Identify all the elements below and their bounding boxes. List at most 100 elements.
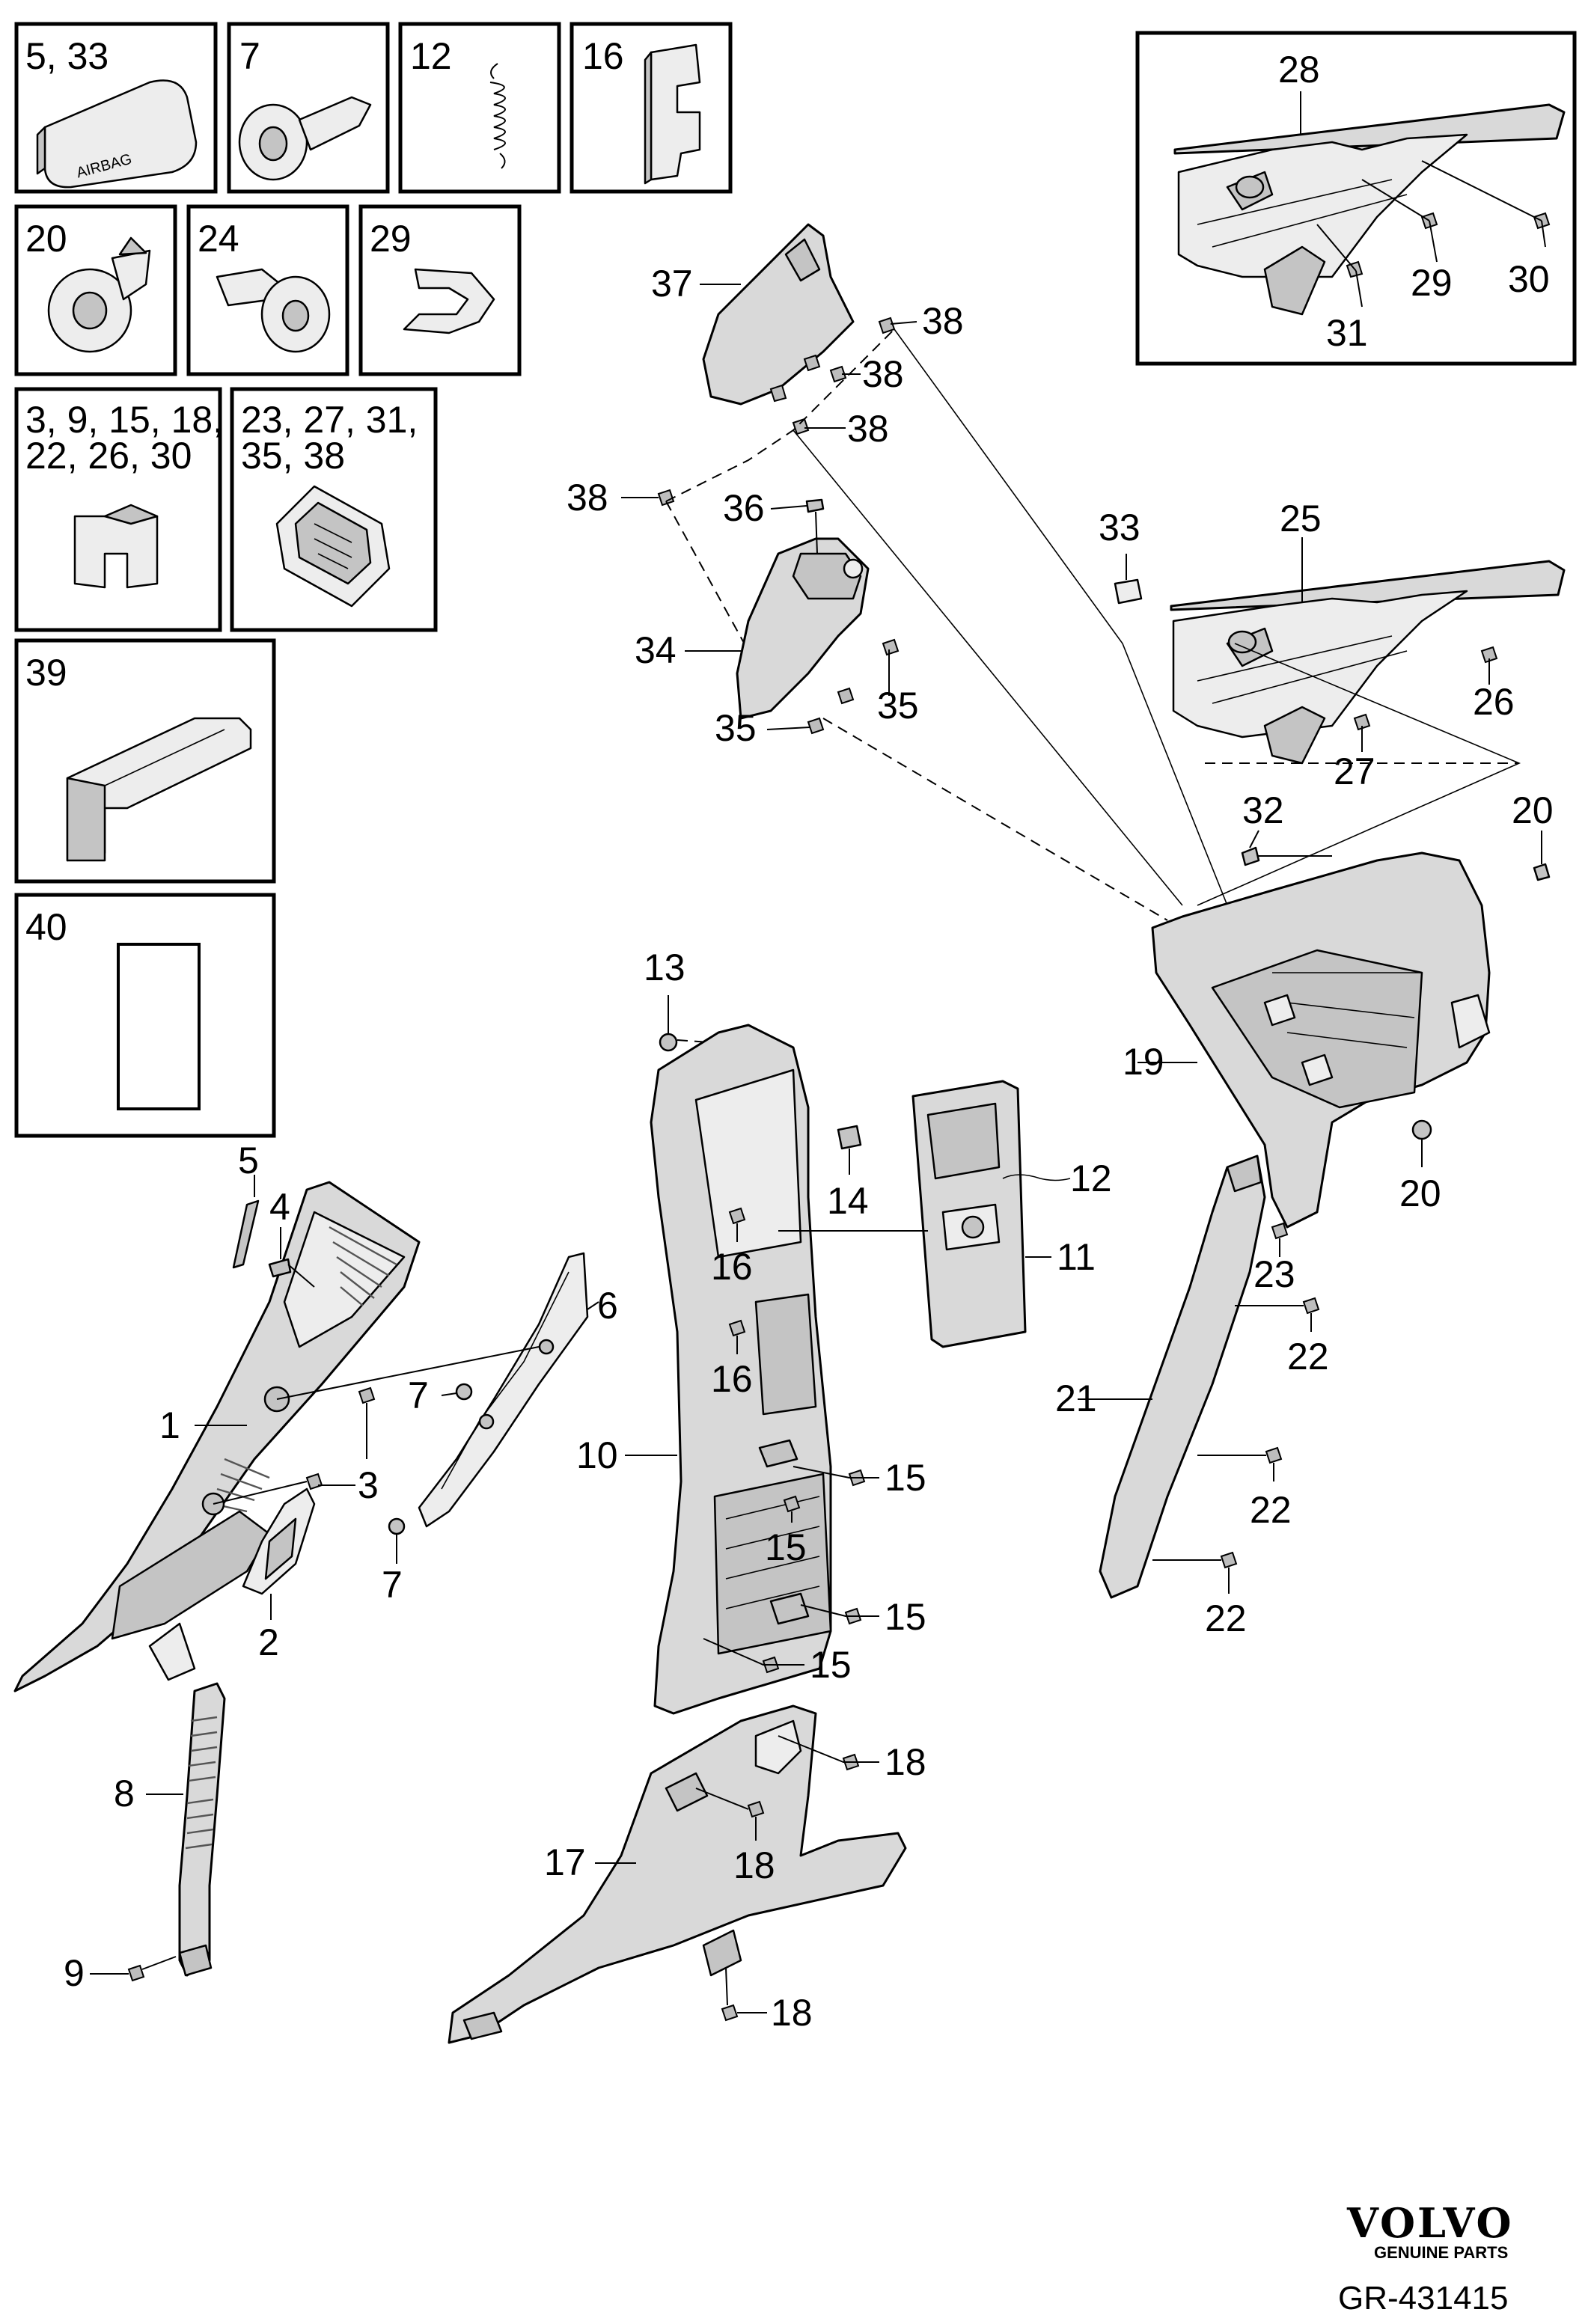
part-20-clip-a: [1533, 863, 1551, 881]
part-2-handle: [242, 1487, 316, 1595]
callout-9: 9: [64, 1952, 85, 1994]
part-20-clip-b: [1411, 1119, 1432, 1140]
legend-box-pad: 40: [14, 893, 276, 1138]
brand-sub-text: GENUINE PARTS: [1374, 2243, 1508, 2262]
legend-label-spring-clip-1: 23, 27, 31,: [241, 399, 418, 441]
callout-3: 3: [358, 1464, 379, 1506]
callout-37: 37: [651, 263, 693, 305]
legend-label-7: 7: [239, 35, 260, 77]
callout-10: 10: [576, 1434, 618, 1476]
callout-38-d: 38: [567, 477, 608, 519]
callout-1: 1: [159, 1404, 180, 1446]
callout-32: 32: [1242, 789, 1284, 831]
part-13-screw: [659, 1033, 678, 1052]
pad-icon: [117, 943, 201, 1110]
callout-13: 13: [644, 947, 685, 988]
legend-label-u-clip-1: 3, 9, 15, 18,: [25, 399, 223, 441]
legend-box-bracket-clip: 16: [569, 22, 733, 194]
callout-34: 34: [635, 629, 677, 671]
legend-box-screw-clip: 24: [186, 204, 349, 376]
callout-19: 19: [1123, 1041, 1164, 1083]
part-4-screw: [268, 1258, 315, 1288]
callout-25: 25: [1280, 498, 1322, 539]
callout-6: 6: [597, 1285, 618, 1327]
callout-11: 11: [1057, 1236, 1096, 1278]
callout-16-b: 16: [711, 1358, 753, 1400]
part-7-clip-a: [455, 1383, 473, 1401]
callout-36: 36: [723, 487, 765, 529]
part-25-upper-panel: [1170, 560, 1566, 765]
callout-4: 4: [269, 1186, 290, 1228]
legend-box-spring-clip: 23, 27, 31, 35, 38: [230, 387, 438, 632]
callout-7-b: 7: [382, 1564, 403, 1606]
part-1-a-pillar-trim: [13, 1181, 421, 1692]
part-34-bracket: [736, 537, 900, 735]
wire-clip-icon: [403, 268, 495, 334]
callout-18-b: 18: [733, 1844, 775, 1886]
part-10-pillar-trim: [650, 1024, 832, 1715]
callout-8: 8: [114, 1773, 135, 1814]
callout-2: 2: [258, 1621, 279, 1663]
callout-15-a: 15: [885, 1457, 926, 1499]
volvo-logo: VOLVO GENUINE PARTS: [1346, 2199, 1514, 2262]
callout-18-a: 18: [885, 1741, 926, 1783]
part-21-trim: [1099, 1155, 1266, 1599]
legend-label-5-33: 5, 33: [25, 35, 109, 77]
callout-5: 5: [238, 1140, 259, 1181]
spring-icon: [489, 63, 506, 169]
legend-label-16: 16: [582, 35, 624, 77]
callout-23: 23: [1253, 1253, 1295, 1295]
callout-35-a: 35: [877, 685, 919, 727]
part-8-lower-trim: [178, 1682, 226, 1977]
part-7-clip-b: [388, 1517, 406, 1535]
part-12-spring: [1002, 1174, 1071, 1181]
callout-7-a: 7: [408, 1374, 429, 1416]
legend-box-grab-handle: 39: [14, 638, 276, 884]
legend-box-u-clip: 3, 9, 15, 18, 22, 26, 30: [14, 387, 223, 632]
callout-38-b: 38: [862, 353, 904, 395]
part-17-sill-trim: [448, 1704, 907, 2044]
callout-22-b: 22: [1250, 1489, 1292, 1531]
part-32-screw: [1241, 846, 1332, 866]
legend-box-round-clip: 20: [14, 204, 177, 376]
legend-label-spring-clip-2: 35, 38: [241, 435, 345, 477]
part-37-upper-trim: [702, 223, 896, 435]
legend-label-29: 29: [370, 218, 412, 260]
callout-28: 28: [1278, 49, 1320, 91]
part-36-screw: [805, 498, 825, 554]
callout-20-b: 20: [1399, 1172, 1441, 1214]
callout-22-c: 22: [1205, 1597, 1247, 1639]
legend-box-airbag-cover: 5, 33 AIRBAG: [14, 22, 218, 194]
brand-logo-text: VOLVO: [1346, 2199, 1514, 2247]
inset-callout-30: 30: [1508, 258, 1550, 300]
spring-clip-icon: [275, 485, 391, 608]
legend-box-wire-clip: 29: [358, 204, 522, 376]
push-clip-icon: [298, 96, 372, 151]
bracket-clip-icon: [650, 43, 701, 181]
diagram-reference: GR-431415: [1338, 2280, 1508, 2317]
legend-label-24: 24: [198, 218, 239, 260]
callout-15-d: 15: [810, 1644, 852, 1686]
u-clip-icon: [73, 515, 159, 589]
part-6-bracket: [418, 1252, 589, 1528]
legend-label-20: 20: [25, 218, 67, 260]
callout-27: 27: [1334, 750, 1375, 792]
callout-38-c: 38: [847, 408, 889, 450]
callout-16-a: 16: [711, 1246, 753, 1288]
airbag-cover-icon: [43, 79, 198, 189]
inset-callout-31: 31: [1326, 312, 1368, 354]
callout-35-b: 35: [715, 707, 757, 749]
part-33-cover: [1114, 578, 1143, 605]
callout-14: 14: [827, 1180, 869, 1222]
part-11-panel: [911, 1080, 1027, 1348]
inset-callout-29: 29: [1411, 262, 1453, 304]
legend-label-u-clip-2: 22, 26, 30: [25, 435, 192, 477]
callout-33: 33: [1099, 507, 1140, 548]
part-5-airbag-badge: [232, 1199, 260, 1269]
callout-21: 21: [1055, 1377, 1097, 1419]
legend-label-12: 12: [410, 35, 452, 77]
legend-box-spring: 12: [398, 22, 561, 194]
callout-18-c: 18: [771, 1992, 813, 2034]
callout-15-c: 15: [885, 1596, 926, 1638]
callout-22-a: 22: [1287, 1336, 1329, 1377]
